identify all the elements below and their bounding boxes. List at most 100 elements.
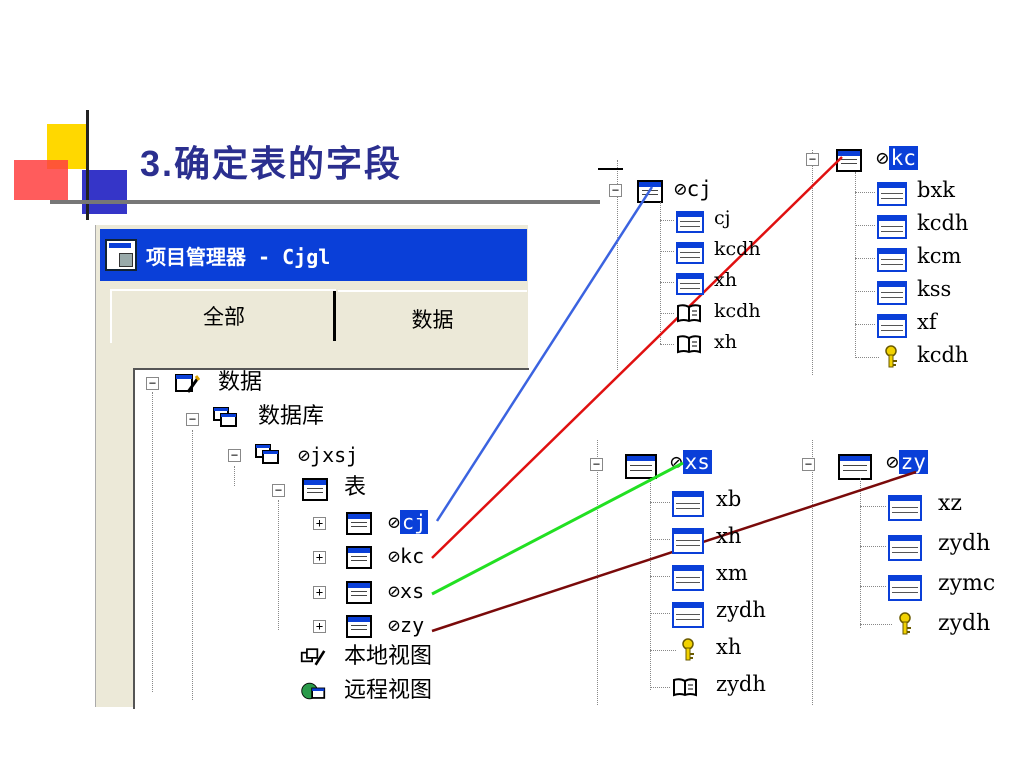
tree-line	[855, 192, 875, 193]
tree-line	[860, 478, 861, 628]
field-icon	[877, 314, 907, 338]
table-icon	[346, 615, 372, 638]
expand-icon[interactable]: +	[313, 586, 326, 599]
tree-local-view-label[interactable]: 本地视图	[344, 644, 433, 669]
tree-jxsj-label[interactable]: ⊘jxsj	[298, 443, 359, 467]
collapse-icon[interactable]: −	[590, 458, 603, 471]
xs-key-xh[interactable]: xh	[716, 635, 742, 659]
zy-key-zydh[interactable]: zydh	[938, 611, 991, 636]
tree-tables-label[interactable]: 表	[344, 475, 367, 500]
collapse-icon[interactable]: −	[802, 458, 815, 471]
field-icon	[676, 273, 704, 295]
remote-view-icon	[301, 682, 326, 700]
xs-field-zydh[interactable]: zydh	[716, 598, 766, 622]
field-icon	[877, 182, 907, 206]
field-icon	[672, 602, 704, 628]
field-icon	[672, 565, 704, 591]
tree-line	[650, 613, 670, 614]
zy-field-zydh[interactable]: zydh	[938, 531, 991, 556]
window-titlebar: 项目管理器 - Cjgl	[100, 229, 527, 281]
table-icon	[346, 512, 372, 535]
tree-table-kc[interactable]: ⊘kc	[388, 544, 425, 568]
field-icon	[888, 495, 922, 521]
cj-table-label: ⊘cj	[674, 177, 712, 201]
tree-remote-view-label[interactable]: 远程视图	[344, 678, 433, 703]
tree-line	[650, 576, 670, 577]
table-icon	[346, 581, 372, 604]
expand-icon[interactable]: +	[313, 551, 326, 564]
tree-line	[855, 172, 856, 358]
tree-line	[650, 502, 670, 503]
kc-field-kcm[interactable]: kcm	[917, 244, 962, 268]
field-icon	[877, 281, 907, 305]
kc-field-bxk[interactable]: bxk	[917, 178, 956, 202]
table-icon	[625, 454, 657, 479]
field-icon	[676, 211, 704, 233]
index-icon	[677, 304, 701, 323]
tree-line	[192, 430, 193, 700]
collapse-icon[interactable]: −	[806, 153, 819, 166]
tree-line	[660, 344, 674, 345]
table-icon	[836, 149, 862, 172]
tree-line	[812, 440, 813, 705]
tree-table-zy[interactable]: ⊘zy	[388, 613, 425, 637]
tree-line	[855, 291, 875, 292]
expand-icon[interactable]: +	[313, 620, 326, 633]
kc-field-xf[interactable]: xf	[917, 310, 937, 334]
zy-table-label: ⊘zy	[886, 450, 928, 474]
tree-line	[660, 202, 661, 344]
field-icon	[877, 215, 907, 239]
database-icon	[255, 444, 279, 464]
tree-line	[860, 624, 892, 625]
tree-line	[855, 225, 875, 226]
tree-database-label[interactable]: 数据库	[258, 404, 325, 429]
tree-line	[860, 506, 886, 507]
xs-index-zydh[interactable]: zydh	[716, 672, 766, 696]
field-icon	[877, 248, 907, 272]
collapse-icon[interactable]: −	[609, 184, 622, 197]
cj-field-cj[interactable]: cj	[714, 207, 731, 229]
tree-line	[650, 687, 670, 688]
deco-blue-square	[82, 170, 127, 214]
cj-field-xh[interactable]: xh	[714, 269, 737, 291]
field-icon	[672, 528, 704, 554]
tree-line	[855, 258, 875, 259]
tab-data[interactable]: 数据	[338, 290, 527, 344]
field-icon	[672, 491, 704, 517]
deco-vertical-line	[86, 110, 89, 220]
xs-field-xb[interactable]: xb	[716, 487, 742, 511]
collapse-icon[interactable]: −	[228, 449, 241, 462]
tab-all[interactable]: 全部	[110, 289, 336, 343]
collapse-icon[interactable]: −	[146, 377, 159, 390]
table-icon	[637, 180, 663, 203]
zy-field-xz[interactable]: xz	[938, 491, 962, 516]
window-title: 项目管理器 - Cjgl	[146, 245, 331, 269]
tree-line	[598, 168, 623, 170]
kc-field-kss[interactable]: kss	[917, 277, 952, 301]
database-icon	[213, 407, 237, 427]
collapse-icon[interactable]: −	[186, 413, 199, 426]
kc-field-kcdh[interactable]: kcdh	[917, 211, 969, 235]
cj-index-xh[interactable]: xh	[714, 331, 737, 353]
tree-table-cj[interactable]: ⊘cj	[388, 510, 429, 534]
tree-data-label[interactable]: 数据	[218, 370, 263, 395]
zy-field-zymc[interactable]: zymc	[938, 571, 996, 596]
kc-key-kcdh[interactable]: kcdh	[917, 343, 969, 367]
table-icon	[302, 478, 328, 501]
data-folder-icon	[175, 374, 200, 393]
expand-icon[interactable]: +	[313, 517, 326, 530]
xs-field-xh[interactable]: xh	[716, 524, 742, 548]
tree-line	[855, 357, 879, 358]
cj-field-kcdh[interactable]: kcdh	[714, 238, 761, 260]
window-icon	[105, 239, 137, 271]
kc-table-label: ⊘kc	[876, 146, 918, 170]
xs-field-xm[interactable]: xm	[716, 561, 748, 585]
title-underline	[50, 200, 600, 204]
tree-line	[278, 500, 279, 630]
tree-line	[860, 546, 886, 547]
tree-table-xs[interactable]: ⊘xs	[388, 579, 425, 603]
collapse-icon[interactable]: −	[272, 484, 285, 497]
cj-index-kcdh[interactable]: kcdh	[714, 300, 761, 322]
tree-line	[234, 466, 235, 486]
xs-table-label: ⊘xs	[670, 450, 712, 474]
